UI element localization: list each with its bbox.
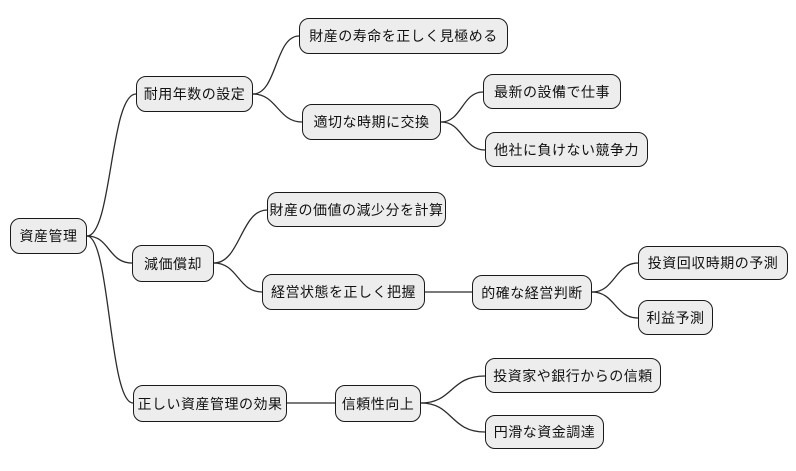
- node-calculate-value-decrease: 財産の価値の減少分を計算: [267, 192, 446, 227]
- node-latest-equipment: 最新の設備で仕事: [483, 74, 621, 109]
- node-accurate-management-decision: 的確な経営判断: [472, 275, 592, 310]
- edge-root-to-effect: [86, 235, 134, 404]
- edge-root-to-depreciation: [86, 235, 133, 264]
- node-useful-life-setting: 耐用年数の設定: [136, 76, 253, 112]
- edge-depreciation-to-calculate: [213, 209, 268, 264]
- edge-useful-life-to-replacement: [252, 93, 303, 123]
- node-profit-forecast: 利益予測: [638, 300, 713, 335]
- node-grasp-business-condition: 経営状態を正しく把握: [262, 274, 425, 310]
- node-proper-asset-management-effect: 正しい資産管理の効果: [133, 385, 287, 422]
- edge-decision-to-profit: [591, 291, 639, 319]
- node-timely-replacement: 適切な時期に交換: [302, 104, 441, 140]
- node-smooth-financing: 円滑な資金調達: [485, 415, 604, 449]
- edge-replacement-to-equipment: [440, 91, 484, 123]
- edge-depreciation-to-grasp: [213, 262, 263, 293]
- edge-reliability-to-financing: [420, 402, 486, 433]
- node-asset-management: 資産管理: [10, 218, 87, 254]
- node-investment-recovery-forecast: 投資回収時期の予測: [638, 246, 788, 280]
- edge-decision-to-recovery: [591, 262, 639, 293]
- edge-reliability-to-trust: [420, 375, 486, 404]
- edge-root-to-useful-life: [86, 93, 137, 237]
- node-trust-from-investors-banks: 投資家や銀行からの信頼: [485, 358, 661, 393]
- node-assess-asset-lifespan: 財産の寿命を正しく見極める: [299, 18, 508, 54]
- edge-replacement-to-competitiveness: [440, 121, 486, 151]
- edge-useful-life-to-lifespan: [252, 35, 300, 95]
- node-competitiveness: 他社に負けない競争力: [485, 132, 648, 167]
- node-reliability-improvement: 信頼性向上: [335, 385, 421, 422]
- node-depreciation: 減価償却: [132, 245, 214, 282]
